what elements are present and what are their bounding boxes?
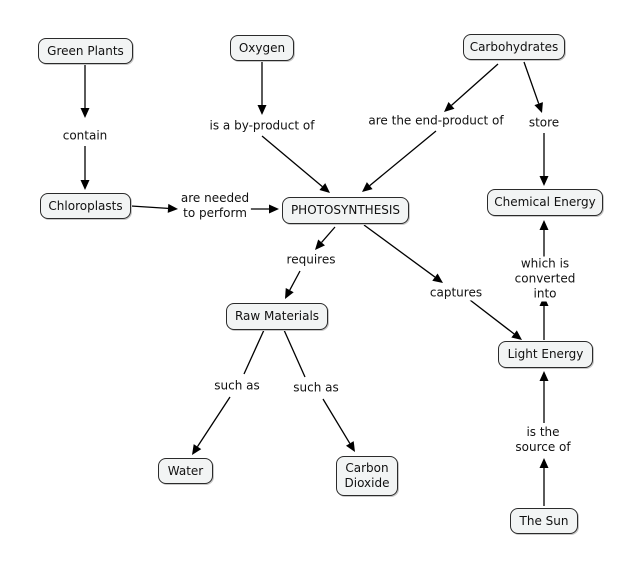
source-line-2-arrowhead xyxy=(539,371,549,381)
needed-line-1 xyxy=(130,203,178,213)
converted-line-2-arrowhead xyxy=(539,220,549,230)
link-label-are-needed-to-perform: are needed to perform xyxy=(178,191,252,221)
end-product-line-2 xyxy=(362,130,437,192)
concept-raw-materials[interactable]: Raw Materials xyxy=(226,303,328,330)
concept-water[interactable]: Water xyxy=(158,458,213,484)
link-label-store: store xyxy=(526,115,562,131)
link-label-contain: contain xyxy=(60,128,110,144)
needed-line-1-arrowhead xyxy=(167,203,178,213)
source-line-1 xyxy=(539,458,549,506)
link-label-such-as-water: such as xyxy=(212,378,262,394)
link-label-is-the-source-of: is the source of xyxy=(513,425,573,455)
needed-line-2 xyxy=(250,204,279,214)
captures-line-1 xyxy=(363,224,443,283)
needed-line-2-arrowhead xyxy=(269,204,279,214)
concept-green-plants[interactable]: Green Plants xyxy=(38,38,133,64)
captures-line-2-arrowhead xyxy=(511,330,522,340)
concept-oxygen[interactable]: Oxygen xyxy=(230,35,294,61)
requires-line-2-arrowhead xyxy=(285,288,294,299)
store-line-1-arrowhead xyxy=(534,102,543,113)
end-product-line-1-arrowhead xyxy=(444,101,455,112)
requires-line-1 xyxy=(315,226,336,250)
contain-line-2-arrowhead xyxy=(80,180,90,190)
end-product-line-1 xyxy=(444,63,499,112)
concept-chemical-energy[interactable]: Chemical Energy xyxy=(487,189,603,216)
source-line-1-arrowhead xyxy=(539,458,549,468)
concept-carbohydrates[interactable]: Carbohydrates xyxy=(463,34,565,60)
link-label-is-by-product-of: is a by-product of xyxy=(207,118,317,134)
store-line-1 xyxy=(523,61,543,113)
converted-line-1 xyxy=(539,296,549,340)
co2-line-1 xyxy=(283,329,306,378)
store-line-2-arrowhead xyxy=(539,176,549,186)
concept-the-sun[interactable]: The Sun xyxy=(510,508,578,534)
contain-line-1 xyxy=(80,64,90,118)
water-line-1 xyxy=(243,329,265,375)
by-product-line-1-arrowhead xyxy=(257,105,267,115)
concept-chloroplasts[interactable]: Chloroplasts xyxy=(40,193,131,219)
link-label-requires: requires xyxy=(284,252,338,268)
water-line-2 xyxy=(192,396,231,455)
source-line-2 xyxy=(539,371,549,423)
contain-line-2 xyxy=(80,146,90,190)
link-label-which-is-converted-into: which is converted into xyxy=(499,256,591,302)
captures-line-1-arrowhead xyxy=(432,273,443,283)
concept-carbon-dioxide[interactable]: Carbon Dioxide xyxy=(336,456,398,496)
by-product-line-2-arrowhead xyxy=(319,183,330,193)
co2-line-2 xyxy=(322,398,355,452)
captures-line-2 xyxy=(469,299,522,340)
requires-line-2 xyxy=(285,270,301,299)
requires-line-1-arrowhead xyxy=(315,239,325,250)
store-line-2 xyxy=(539,133,549,186)
contain-line-1-arrowhead xyxy=(80,108,90,118)
water-line-2-arrowhead xyxy=(192,444,202,455)
by-product-line-2 xyxy=(261,135,330,193)
co2-line-2-arrowhead xyxy=(345,441,355,452)
by-product-line-1 xyxy=(257,62,267,115)
concept-light-energy[interactable]: Light Energy xyxy=(498,341,593,368)
end-product-line-2-arrowhead xyxy=(362,182,373,192)
link-label-captures: captures xyxy=(427,285,485,301)
link-label-are-end-product-of: are the end-product of xyxy=(366,113,506,129)
link-label-such-as-carbon-dioxide: such as xyxy=(291,380,341,396)
concept-photosynthesis[interactable]: PHOTOSYNTHESIS xyxy=(282,197,409,224)
